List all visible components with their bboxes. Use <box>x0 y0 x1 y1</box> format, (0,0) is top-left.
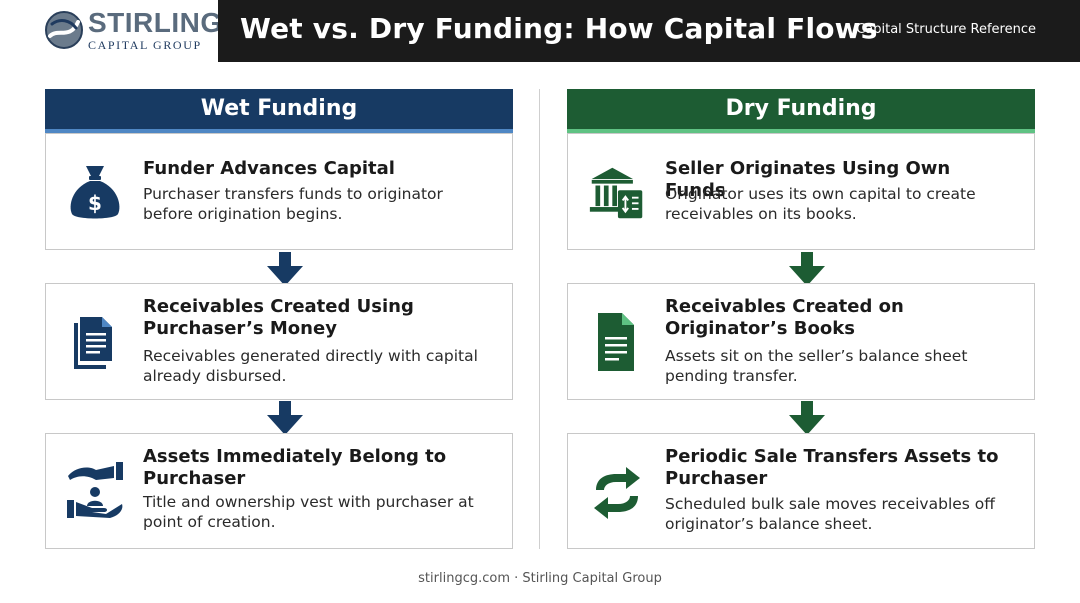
logo[interactable]: STIRLING CAPITAL GROUP <box>0 0 222 62</box>
wet-step-2-title: Receivables Created Using Purchaser’s Mo… <box>143 296 414 339</box>
wet-step-3-desc: Title and ownership vest with purchaser … <box>143 493 474 531</box>
exchange-arrows-icon <box>594 467 640 519</box>
title-bar: Wet vs. Dry Funding: How Capital Flows C… <box>218 0 1080 62</box>
header-tag: Capital Structure Reference <box>856 22 1036 37</box>
money-bag-icon: $ <box>70 166 120 219</box>
document-icon <box>598 313 634 371</box>
dry-step-2-card: Receivables Created on Originator’s Book… <box>567 283 1035 400</box>
dry-step-2-desc: Assets sit on the seller’s balance sheet… <box>665 347 968 385</box>
wet-funding-heading: Wet Funding <box>45 89 513 133</box>
dry-step-2-title: Receivables Created on Originator’s Book… <box>665 296 904 339</box>
documents-icon <box>74 317 112 369</box>
wet-step-2-card: Receivables Created Using Purchaser’s Mo… <box>45 283 513 400</box>
dry-funding-column: Dry Funding Seller Originates Using Own … <box>567 89 1035 549</box>
down-arrow-icon <box>789 401 825 435</box>
wet-step-1-desc: Purchaser transfers funds to originator … <box>143 185 443 223</box>
dry-step-1-card: Seller Originates Using Own Funds Origin… <box>567 133 1035 250</box>
dry-funding-heading: Dry Funding <box>567 89 1035 133</box>
wet-step-1-title: Funder Advances Capital <box>143 158 395 179</box>
dry-step-1-title: Seller Originates Using Own Funds <box>665 158 951 201</box>
dry-step-1-desc: Originator uses its own capital to creat… <box>665 185 976 223</box>
wet-step-2-desc: Receivables generated directly with capi… <box>143 347 478 385</box>
wet-step-1-card: $ Funder Advances Capital Purchaser tran… <box>45 133 513 250</box>
brand-name: STIRLING <box>88 7 223 38</box>
down-arrow-icon <box>267 252 303 286</box>
globe-swoosh-icon <box>45 11 83 49</box>
wet-step-3-card: Assets Immediately Belong to Purchaser T… <box>45 433 513 549</box>
wet-funding-column: Wet Funding $ Funder Advances Capital Pu… <box>45 89 513 549</box>
footer-text: stirlingcg.com · Stirling Capital Group <box>418 571 662 586</box>
hands-person-icon <box>67 462 123 518</box>
dry-step-3-card: Periodic Sale Transfers Assets to Purcha… <box>567 433 1035 549</box>
page-header: STIRLING CAPITAL GROUP Wet vs. Dry Fundi… <box>0 0 1080 62</box>
wet-step-3-title: Assets Immediately Belong to Purchaser <box>143 446 447 489</box>
brand-subtitle: CAPITAL GROUP <box>88 38 202 52</box>
bank-building-icon <box>589 167 643 219</box>
down-arrow-icon <box>267 401 303 435</box>
dry-step-3-title: Periodic Sale Transfers Assets to Purcha… <box>665 446 999 489</box>
dry-step-3-desc: Scheduled bulk sale moves receivables of… <box>665 495 995 533</box>
column-divider <box>539 89 540 549</box>
page-title: Wet vs. Dry Funding: How Capital Flows <box>240 12 878 45</box>
svg-text:$: $ <box>88 191 102 215</box>
down-arrow-icon <box>789 252 825 286</box>
